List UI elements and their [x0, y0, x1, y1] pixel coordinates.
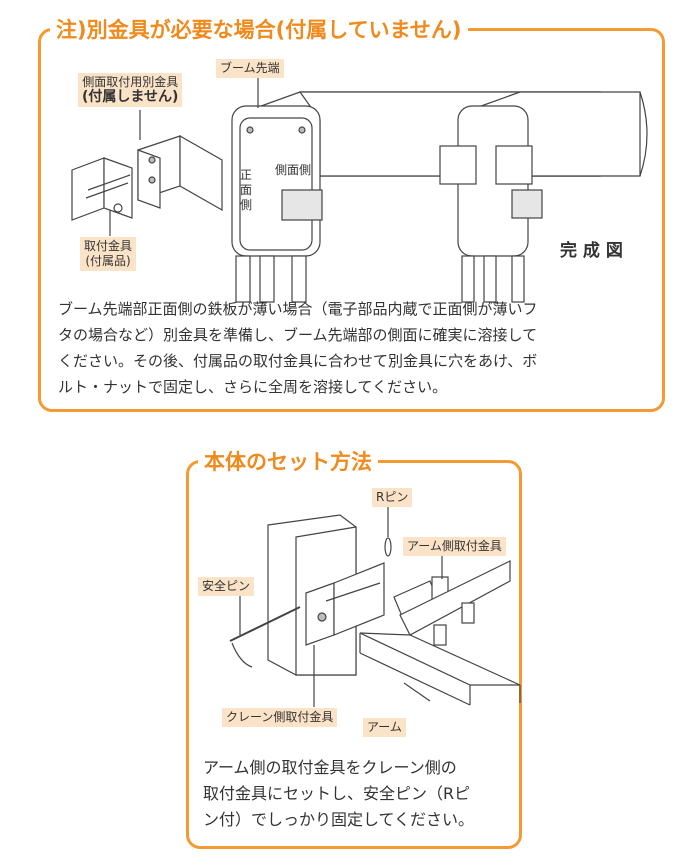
safety-pin-drawing [229, 606, 301, 668]
crane-bracket-drawing [305, 562, 385, 646]
crane-bracket-label: クレーン側取付金具 [222, 708, 338, 727]
separate-bracket-instructions: ブーム先端部正面側の鉄板が薄い場合（電子部品内蔵で正面側が薄いフ タの場合など）… [58, 300, 538, 396]
completed-drawing-label: 完 成 図 [560, 241, 623, 261]
side-bracket-label: 側面取付用別金具 (付属しません) [78, 73, 183, 107]
setup-method-title: 本体のセット方法 [198, 446, 378, 476]
safety-pin-label: 安全ピン [198, 577, 255, 596]
arm-bracket-label: アーム側取付金具 [403, 537, 506, 556]
r-pin-label: Rピン [372, 488, 413, 507]
separate-bracket-notice-title: 注)別金具が必要な場合(付属していません) [50, 14, 468, 44]
arm-label: アーム [363, 718, 406, 737]
completed-drawing [439, 91, 648, 303]
boom-tip-illustration [71, 74, 648, 303]
side-label: 側面側 [275, 163, 312, 177]
setup-illustration [229, 507, 521, 707]
arm-drawing [359, 560, 521, 706]
mounting-bracket-drawing [71, 157, 133, 221]
mounting-bracket-label: 取付金具 (付属品) [80, 237, 137, 271]
front-side-label: 正 面 側 [240, 168, 253, 212]
boom-tip-label: ブーム先端 [216, 59, 284, 78]
side-bracket-drawing [137, 134, 223, 212]
setup-instructions: アーム側の取付金具をクレーン側の 取付金具にセットし、安全ピン（Rピ ン付）でし… [203, 758, 475, 829]
